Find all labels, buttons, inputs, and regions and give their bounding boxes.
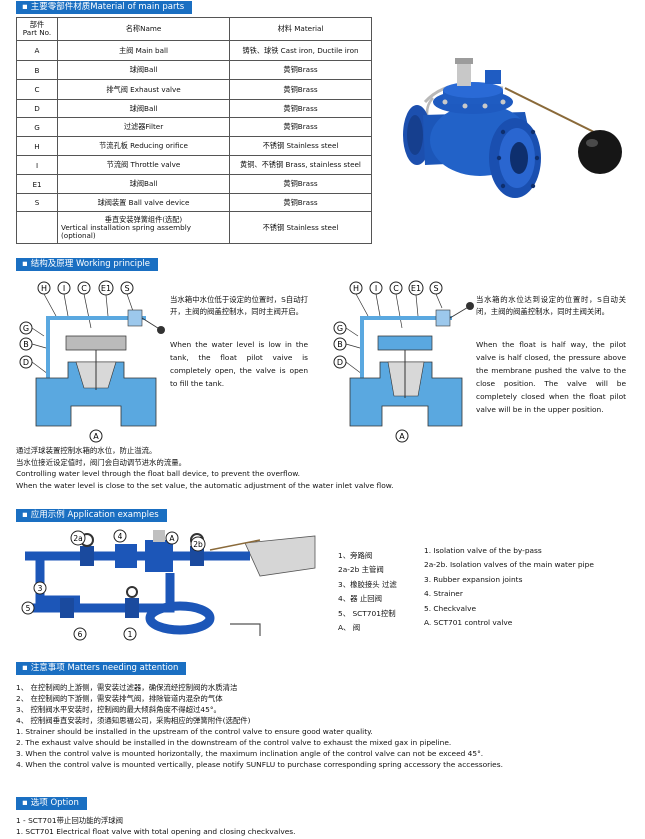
section-header-option: 选项 Option — [16, 797, 87, 810]
svg-text:6: 6 — [78, 630, 83, 639]
right-cn-description: 当水箱的水位达到设定的位置时，S自动关闭，主阀的阀盖控制水，同时主阀关闭。 — [476, 295, 626, 316]
attention-en-list: 1. Strainer should be installed in the u… — [16, 727, 503, 769]
option-text: 1 - SCT701带止回功能的浮球阀 1. SCT701 Electrical… — [16, 816, 296, 836]
svg-text:1: 1 — [128, 630, 133, 639]
svg-text:B: B — [23, 340, 29, 349]
application-diagram: 2a 4 A 2b 3 5 6 1 — [21, 529, 316, 641]
svg-text:A: A — [399, 432, 405, 441]
left-cn-description: 当水箱中水位低于设定的位置时，S自动打开，主阀的阀盖控制水，同时主阀开启。 — [170, 295, 308, 316]
left-en-description: When the water level is low in the tank,… — [170, 340, 308, 388]
application-cn-list: 1、旁路阀 2a-2b 主管阀 3、橡胶接头 过滤 4、器 止回阀 5、 SCT… — [338, 551, 397, 633]
svg-text:H: H — [41, 284, 47, 293]
svg-text:5: 5 — [26, 604, 31, 613]
svg-text:4: 4 — [118, 532, 123, 541]
svg-text:2a: 2a — [73, 534, 82, 543]
schematic-open-state: H I C E1 S G B D A — [19, 280, 165, 443]
svg-text:I: I — [375, 284, 377, 293]
svg-text:B: B — [337, 340, 343, 349]
svg-text:A: A — [169, 534, 175, 543]
header-name: 名称Name — [57, 17, 230, 41]
application-en-list: 1. Isolation valve of the by-pass 2a-2b.… — [424, 546, 594, 628]
svg-text:H: H — [353, 284, 359, 293]
attention-cn-list: 1、 在控制阀的上游侧，需安装过滤器，确保流经控制阀的水质清洁 2、 在控制阀的… — [16, 683, 251, 725]
float-ball-icon — [578, 130, 622, 174]
section-header-attention: 注意事项 Matters needing attention — [16, 662, 187, 675]
svg-text:S: S — [433, 284, 438, 293]
svg-text:I: I — [63, 284, 65, 293]
svg-text:S: S — [124, 284, 129, 293]
svg-text:E1: E1 — [411, 284, 421, 293]
svg-text:C: C — [393, 284, 399, 293]
valve-product-image — [403, 58, 622, 198]
section-header-application: 应用示例 Application examples — [16, 509, 167, 522]
header-material: 材料 Material — [229, 17, 372, 41]
section-header-materials: 主要零部件材质Material of main parts — [16, 1, 193, 14]
schematic-closed-state: H I C E1 S G B D A — [333, 280, 474, 443]
svg-text:G: G — [23, 324, 29, 333]
working-summary: 通过浮球装置控制水箱的水位，防止溢流。 当水位接近设定值时，阀门会自动调节进水的… — [16, 446, 394, 490]
svg-text:3: 3 — [38, 584, 43, 593]
svg-text:E1: E1 — [101, 284, 111, 293]
svg-text:C: C — [81, 284, 87, 293]
svg-text:D: D — [23, 358, 29, 367]
svg-text:A: A — [93, 432, 99, 441]
table-row: 垂直安装弹簧组件(选配) Vertical installation sprin… — [16, 211, 372, 244]
svg-text:D: D — [337, 358, 343, 367]
right-en-description: When the float is half way, the pilot va… — [476, 340, 626, 414]
svg-text:2b: 2b — [193, 540, 203, 549]
svg-text:G: G — [337, 324, 343, 333]
section-header-working-principle: 结构及原理 Working principle — [16, 258, 158, 271]
